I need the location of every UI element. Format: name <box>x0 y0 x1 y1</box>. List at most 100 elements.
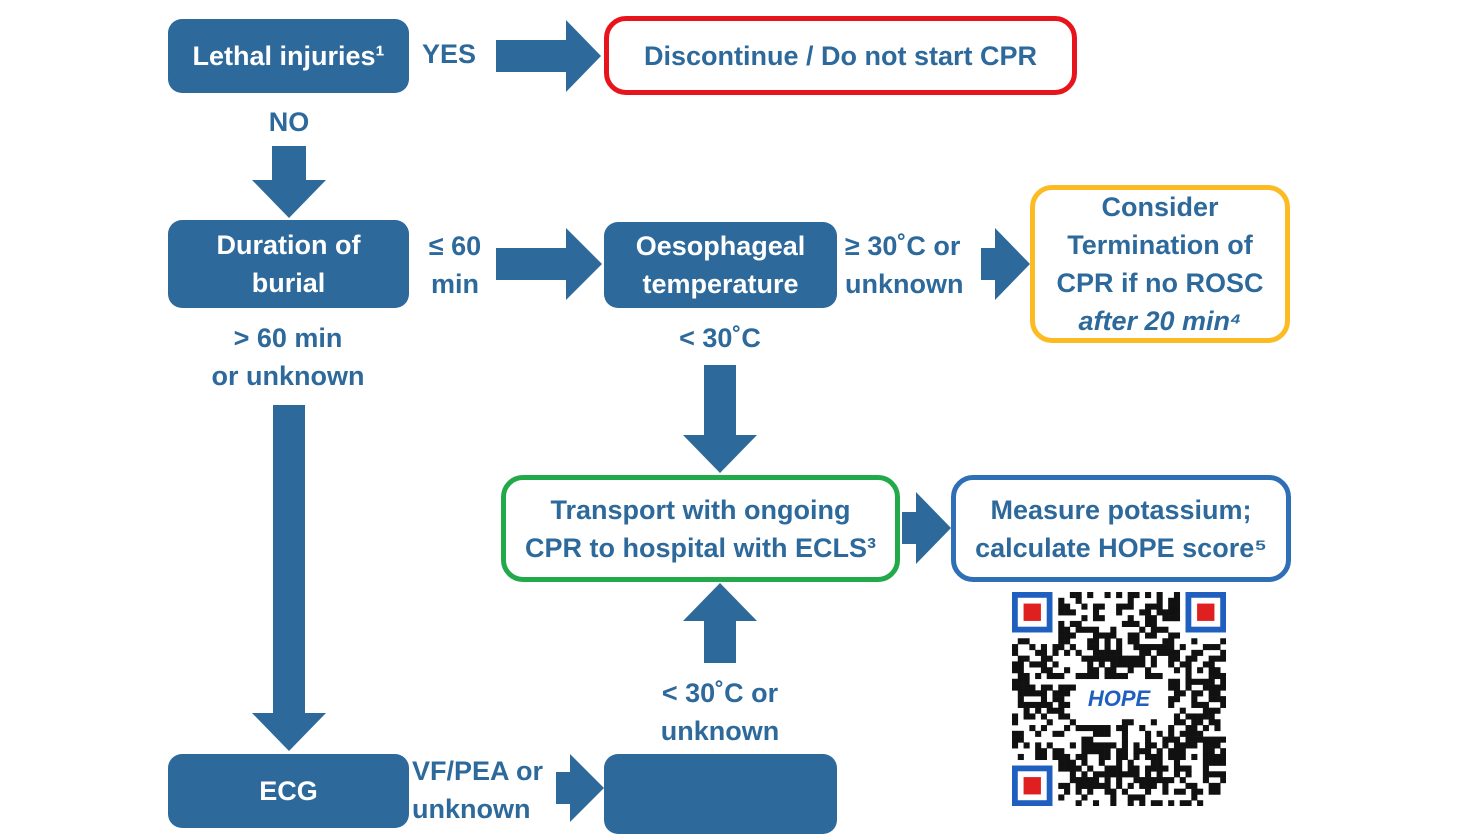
qr-module <box>1058 707 1065 714</box>
qr-module <box>1121 655 1128 662</box>
qr-module <box>1092 742 1100 749</box>
qr-module <box>1104 592 1111 599</box>
qr-module <box>1214 672 1221 680</box>
qr-module <box>1098 742 1105 749</box>
qr-module <box>1121 771 1128 778</box>
qr-module <box>1191 713 1198 720</box>
qr-module <box>1075 672 1082 680</box>
qr-module <box>1017 655 1024 662</box>
qr-module <box>1092 626 1100 633</box>
qr-module <box>1046 707 1053 714</box>
qr-module <box>1145 620 1152 628</box>
transport-ecls-node: Transport with ongoing CPR to hospital w… <box>501 475 900 582</box>
qr-module <box>1156 759 1163 766</box>
oeso-line2: temperature <box>642 269 799 299</box>
qr-module <box>1156 597 1163 604</box>
qr-module <box>1133 632 1140 639</box>
qr-module <box>1162 788 1169 795</box>
qr-module <box>1133 742 1140 749</box>
gt60-label: > 60 min or unknown <box>193 319 383 395</box>
qr-module <box>1197 800 1204 807</box>
qr-module <box>1139 626 1146 633</box>
qr-module <box>1185 725 1192 732</box>
qr-module <box>1087 788 1094 795</box>
arrow-vf-right <box>556 754 604 822</box>
qr-module <box>1208 748 1215 755</box>
qr-module <box>1139 609 1146 616</box>
lethal-injuries-node: Lethal injuries¹ <box>168 19 409 93</box>
qr-module <box>1092 782 1100 789</box>
qr-module <box>1104 730 1111 737</box>
qr-module <box>1127 661 1134 668</box>
qr-module <box>1017 638 1024 645</box>
qr-module <box>1075 597 1082 604</box>
qr-module <box>1064 753 1071 761</box>
qr-module <box>1191 696 1198 703</box>
lt30-label: < 30˚C <box>679 323 761 353</box>
qr-module <box>1046 742 1053 749</box>
qr-module <box>1202 678 1209 685</box>
qr-module <box>1081 725 1088 732</box>
le60-line1: ≤ 60 <box>428 231 482 261</box>
qr-module <box>1092 644 1100 651</box>
qr-code-icon[interactable]: HOPE <box>1012 592 1227 807</box>
qr-module <box>1208 713 1215 720</box>
qr-module <box>1040 644 1048 651</box>
qr-module <box>1150 655 1157 662</box>
qr-module <box>1202 759 1209 766</box>
qr-module <box>1214 782 1221 789</box>
qr-module <box>1156 609 1163 616</box>
qr-module <box>1220 672 1227 680</box>
qr-module <box>1208 753 1215 761</box>
qr-module <box>1173 684 1181 691</box>
qr-module <box>1208 719 1215 726</box>
qr-module <box>1110 742 1117 749</box>
qr-module <box>1121 748 1128 755</box>
qr-module <box>1029 701 1036 708</box>
qr-module <box>1179 661 1186 668</box>
qr-module <box>1191 719 1198 726</box>
qr-module <box>1081 748 1088 755</box>
qr-module <box>1104 644 1111 651</box>
qr-module <box>1214 742 1221 749</box>
qr-module <box>1081 759 1088 766</box>
qr-module <box>1087 748 1094 755</box>
qr-module <box>1127 759 1134 766</box>
qr-module <box>1029 690 1036 697</box>
qr-module <box>1075 753 1082 761</box>
qr-module <box>1052 696 1059 703</box>
qr-module <box>1208 736 1215 743</box>
qr-module <box>1092 672 1100 680</box>
qr-module <box>1191 742 1198 749</box>
qr-module <box>1208 696 1215 703</box>
qr-module <box>1150 782 1157 789</box>
qr-module <box>1058 765 1065 772</box>
qr-module <box>1168 736 1175 743</box>
qr-module <box>1116 771 1123 778</box>
qr-module <box>1092 615 1100 622</box>
qr-module <box>1098 615 1105 622</box>
lt30u-line1: < 30˚C or <box>661 678 779 708</box>
yes-label: YES <box>421 39 477 69</box>
qr-module <box>1133 748 1140 755</box>
qr-module <box>1104 655 1111 662</box>
qr-module <box>1208 788 1215 795</box>
arrow-transport-right <box>902 492 951 564</box>
qr-module <box>1058 701 1065 708</box>
qr-module <box>1098 655 1105 662</box>
qr-module <box>1208 661 1215 668</box>
qr-module <box>1023 672 1030 680</box>
qr-module <box>1191 788 1198 795</box>
le60-label: ≤ 60 min <box>418 227 492 303</box>
qr-module <box>1139 655 1146 662</box>
qr-module <box>1104 632 1111 639</box>
qr-module <box>1069 719 1076 726</box>
qr-module <box>1092 748 1100 755</box>
qr-module <box>1023 678 1030 685</box>
qr-module <box>1220 638 1227 645</box>
qr-module <box>1150 603 1157 610</box>
vf-line1: VF/PEA or <box>412 756 544 786</box>
lt30-unknown-label: < 30˚C or unknown <box>645 674 795 750</box>
qr-module <box>1121 730 1128 737</box>
qr-module <box>1087 777 1094 784</box>
